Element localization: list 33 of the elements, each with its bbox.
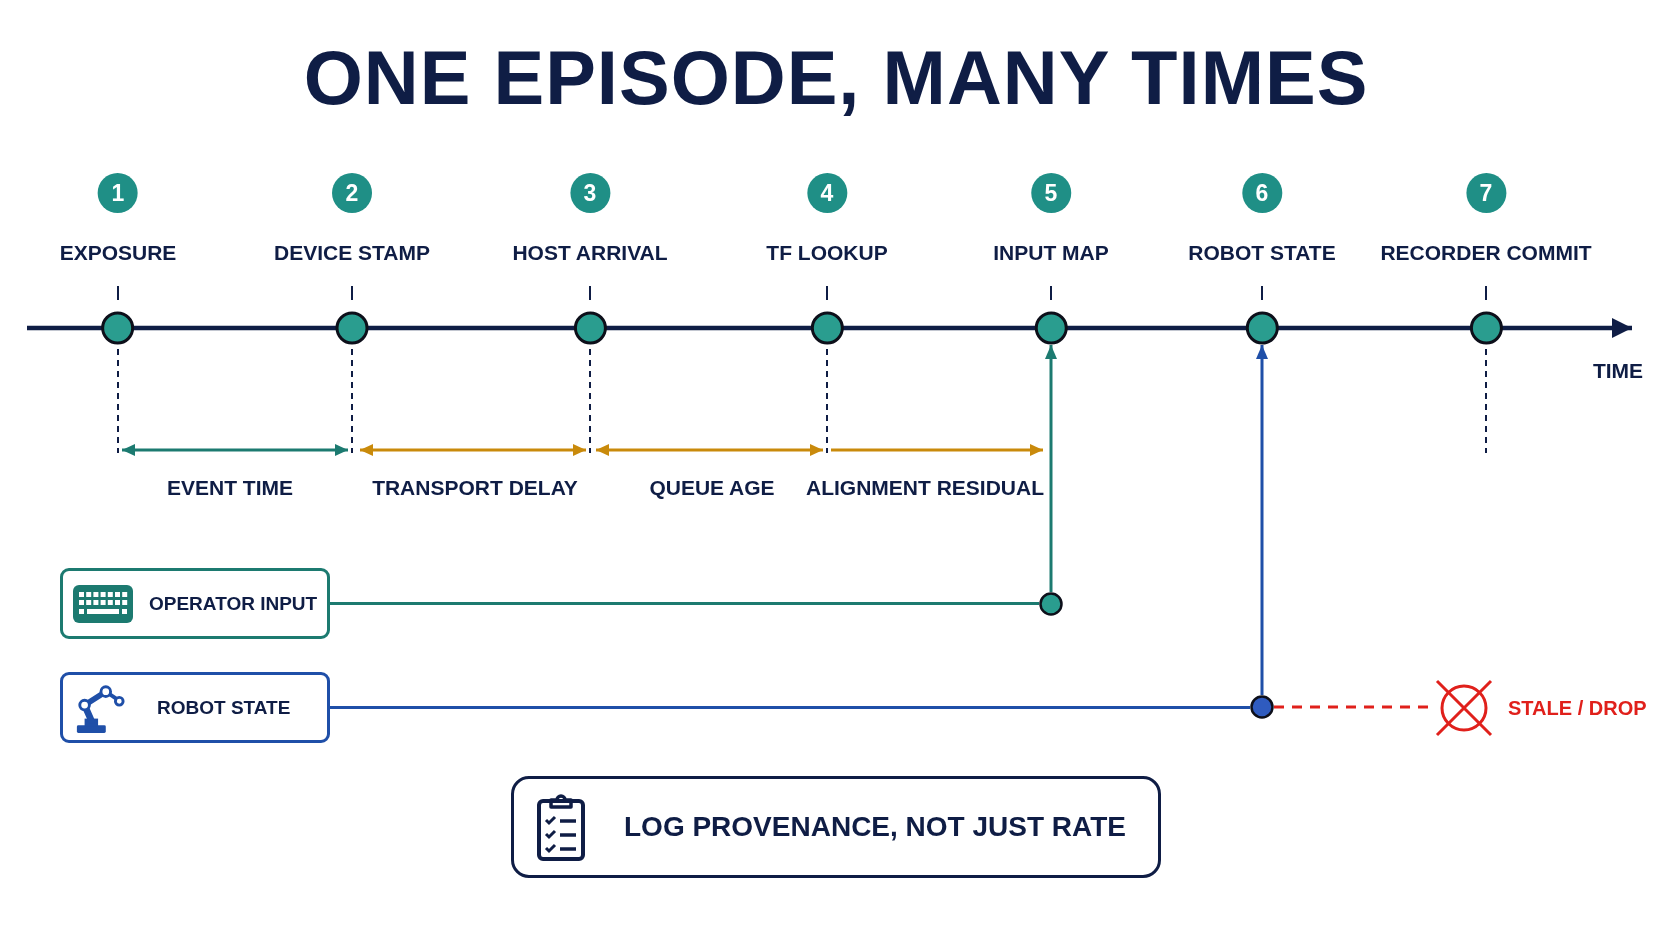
step-number-badge: 3: [570, 173, 610, 213]
interval-label: EVENT TIME: [167, 476, 293, 500]
interval-label: ALIGNMENT RESIDUAL: [806, 476, 1044, 500]
step-number-badge: 4: [807, 173, 847, 213]
axis-label: TIME: [1592, 359, 1644, 383]
event-label: EXPOSURE: [59, 241, 177, 265]
source-box: [60, 672, 330, 743]
source-label: ROBOT STATE: [157, 696, 291, 719]
arrow: [1045, 345, 1057, 592]
event-label: ROBOT STATE: [1188, 241, 1336, 265]
step-number-badge: 1: [98, 173, 138, 213]
step-number-badge: 2: [332, 173, 372, 213]
event-label: TF LOOKUP: [766, 241, 888, 265]
status-label: STALE / DROP: [1508, 696, 1647, 720]
arrow: [1256, 345, 1268, 695]
interval-label: TRANSPORT DELAY: [372, 476, 578, 500]
note-box: [511, 776, 1161, 878]
source-box: [60, 568, 330, 639]
event-label: DEVICE STAMP: [274, 241, 430, 265]
connector-line: [330, 602, 1039, 605]
connector-line: [330, 706, 1250, 709]
event-label: HOST ARRIVAL: [512, 241, 668, 265]
step-number-badge: 6: [1242, 173, 1282, 213]
interval-label: QUEUE AGE: [649, 476, 775, 500]
step-number-badge: 5: [1031, 173, 1071, 213]
junction-dot: [1039, 592, 1063, 616]
source-label: OPERATOR INPUT: [149, 592, 318, 615]
step-number-badge: 7: [1466, 173, 1506, 213]
event-label: INPUT MAP: [993, 241, 1109, 265]
note-text: LOG PROVENANCE, NOT JUST RATE: [624, 811, 1126, 843]
diagram-title: ONE EPISODE, MANY TIMES: [303, 36, 1369, 120]
junction-dot: [1250, 695, 1274, 719]
event-label: RECORDER COMMIT: [1380, 241, 1592, 265]
